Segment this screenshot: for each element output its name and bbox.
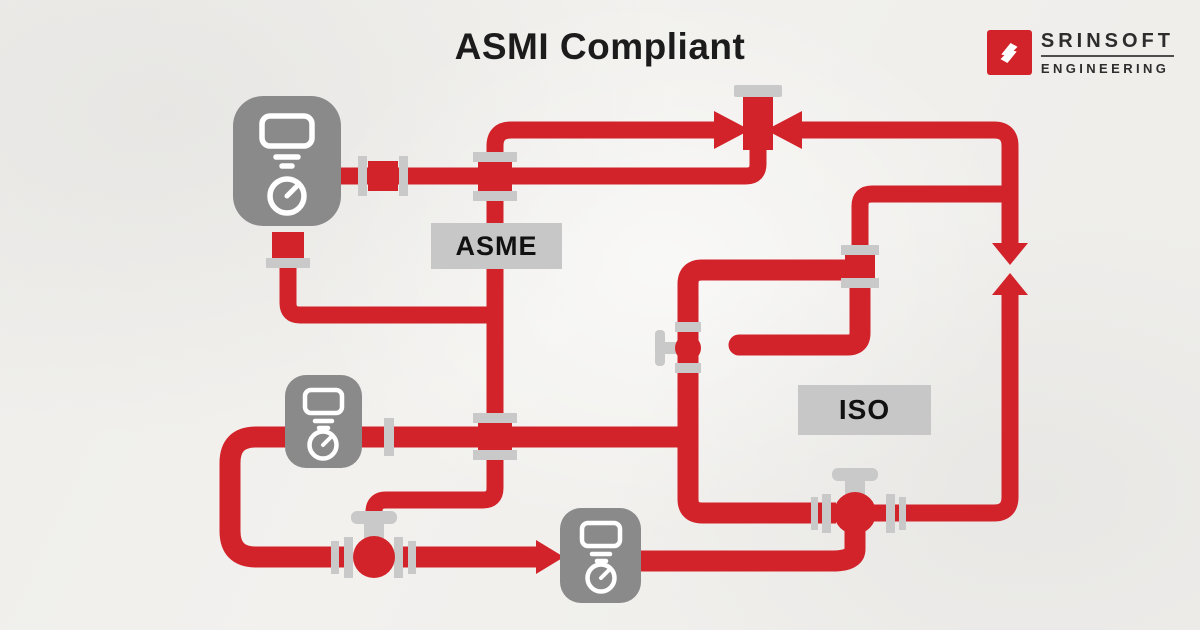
valve-flange-top bbox=[675, 322, 701, 332]
flow-meter-device-top-left bbox=[233, 96, 341, 226]
pipe-device3-to-valve bbox=[641, 520, 866, 572]
gauge-needle bbox=[284, 182, 301, 199]
valve-wedge-right bbox=[766, 111, 802, 149]
valve-handle-bar bbox=[351, 511, 397, 524]
device1-bottom-connector bbox=[266, 232, 310, 268]
flanged-cross-lower bbox=[473, 413, 517, 460]
coupling-inner-left bbox=[344, 537, 353, 578]
pipe-upper-right-header bbox=[851, 185, 1014, 262]
pipe-cross-to-ball-valve bbox=[365, 452, 504, 542]
gauge-dial-icon bbox=[307, 429, 339, 461]
check-wedge-up bbox=[992, 273, 1028, 295]
valve-handle-stem bbox=[661, 342, 679, 354]
valve-wedge-left bbox=[714, 111, 750, 149]
flow-meter-device-bottom-center bbox=[560, 508, 641, 603]
cross-flange-top bbox=[473, 413, 517, 423]
brand-logo-icon bbox=[986, 30, 1032, 75]
valves bbox=[331, 85, 1028, 578]
coupling-outer-left bbox=[331, 541, 339, 574]
cross-flange-bottom bbox=[473, 450, 517, 460]
brand-logo: SRINSOFT ENGINEERING bbox=[986, 30, 1174, 76]
brand-name: SRINSOFT bbox=[1040, 30, 1174, 57]
ball-valve-bottom-right bbox=[811, 468, 906, 534]
coupling-flange-bottom bbox=[841, 278, 879, 288]
pipe-device1-to-top-valve bbox=[341, 120, 767, 185]
gauge-dial-icon bbox=[585, 562, 617, 594]
connector-flange bbox=[266, 258, 310, 268]
flanged-cross-upper bbox=[473, 152, 517, 201]
cross-body bbox=[478, 160, 512, 193]
gate-valve-top bbox=[714, 85, 802, 150]
valve-flange-outer-left bbox=[811, 497, 818, 530]
connector-body bbox=[272, 232, 304, 260]
pipe-top-header-right bbox=[802, 121, 1019, 244]
coupling-flange-right bbox=[399, 156, 408, 196]
pipe-fittings bbox=[266, 152, 879, 460]
flow-arrow-icon bbox=[536, 540, 564, 574]
label-asme: ASME bbox=[431, 223, 562, 269]
display-icon bbox=[302, 387, 345, 416]
valve-ball bbox=[675, 335, 701, 361]
pipe-coupling-right-branch bbox=[841, 245, 879, 288]
valve-flange-inner-left bbox=[822, 494, 831, 533]
valve-flange-inner-right bbox=[886, 494, 895, 533]
cross-flange-bottom bbox=[473, 191, 517, 201]
display-icon bbox=[259, 113, 315, 149]
pipe-top-header-left bbox=[486, 121, 714, 182]
valve-handle-bar bbox=[832, 468, 878, 481]
valve-ball bbox=[834, 492, 876, 534]
label-iso: ISO bbox=[798, 385, 931, 435]
gauge-needle bbox=[599, 567, 612, 580]
coupling-outer-right bbox=[408, 541, 416, 574]
pipe-device1-bottom-branch bbox=[279, 240, 496, 324]
device2-flange bbox=[384, 418, 394, 456]
pipe-coupling-device1 bbox=[358, 156, 408, 196]
pipe-right-riser-lower bbox=[873, 294, 1019, 522]
cross-flange-top bbox=[473, 152, 517, 162]
page-title: ASMI Compliant bbox=[454, 26, 746, 67]
flow-meter-device-middle-left bbox=[285, 375, 362, 468]
valve-bonnet bbox=[743, 93, 773, 150]
cross-body bbox=[478, 422, 512, 452]
valve-ball bbox=[353, 536, 395, 578]
ball-valve-bottom-left bbox=[331, 511, 416, 578]
coupling-flange-left bbox=[358, 156, 367, 196]
pipe-bottom-left-loop bbox=[219, 426, 352, 568]
pipe-network bbox=[219, 120, 1019, 572]
valve-flange-bottom bbox=[675, 363, 701, 373]
ball-valve-middle bbox=[655, 322, 701, 373]
coupling-body bbox=[368, 161, 398, 191]
gauge-dial-icon bbox=[267, 176, 307, 216]
lightning-s-icon bbox=[1000, 42, 1018, 63]
check-wedge-down bbox=[992, 243, 1028, 265]
brand-logo-text: SRINSOFT ENGINEERING bbox=[1040, 30, 1174, 76]
valve-flange-outer-right bbox=[899, 497, 906, 530]
display-icon bbox=[579, 520, 623, 549]
coupling-inner-right bbox=[394, 537, 403, 578]
gauge-needle bbox=[321, 434, 334, 447]
pipe-dead-end-branch bbox=[728, 247, 871, 356]
brand-subtitle: ENGINEERING bbox=[1040, 61, 1170, 76]
valve-cap bbox=[734, 85, 782, 97]
coupling-flange-top bbox=[841, 245, 879, 255]
check-valve-right-riser bbox=[992, 243, 1028, 295]
pipe-iso-loop-left bbox=[677, 259, 848, 524]
valve-handle-bar bbox=[655, 330, 665, 366]
